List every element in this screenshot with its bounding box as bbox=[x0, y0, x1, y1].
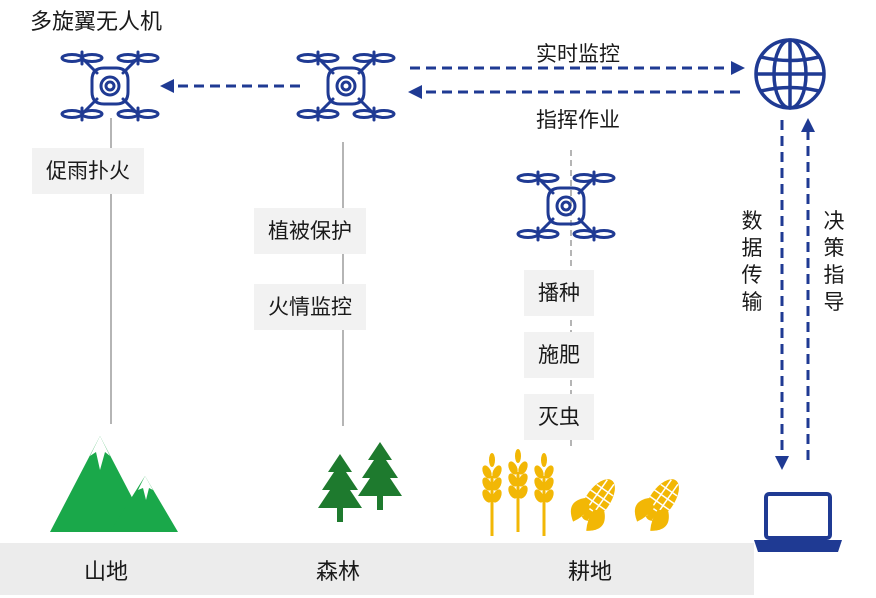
decision-label: 决策指导 bbox=[823, 209, 845, 314]
laptop-icon bbox=[754, 492, 842, 552]
mountain-connector bbox=[110, 118, 112, 424]
ground-strip bbox=[0, 543, 754, 595]
corn-icon bbox=[628, 469, 692, 538]
ground-label-farm: 耕地 bbox=[568, 560, 613, 585]
diagram-title: 多旋翼无人机 bbox=[30, 10, 163, 35]
corn-icon bbox=[564, 469, 628, 538]
wheat-icon bbox=[532, 453, 556, 536]
tree-icon bbox=[318, 454, 362, 522]
transmit-label: 数据传输 bbox=[741, 209, 763, 314]
task-tag: 施肥 bbox=[524, 332, 594, 378]
task-tag: 播种 bbox=[524, 270, 594, 316]
tree-icon bbox=[358, 442, 402, 510]
ground-label-forest: 森林 bbox=[316, 560, 361, 585]
command-label: 指挥作业 bbox=[536, 108, 620, 132]
monitor-label: 实时监控 bbox=[536, 42, 620, 66]
ground-label-mountain: 山地 bbox=[84, 560, 129, 585]
wheat-icon bbox=[506, 449, 530, 532]
task-tag: 促雨扑火 bbox=[32, 148, 144, 194]
task-tag: 植被保护 bbox=[254, 208, 366, 254]
wheat-icon bbox=[480, 453, 504, 536]
task-tag: 火情监控 bbox=[254, 284, 366, 330]
globe-icon bbox=[754, 38, 826, 110]
task-tag: 灭虫 bbox=[524, 394, 594, 440]
